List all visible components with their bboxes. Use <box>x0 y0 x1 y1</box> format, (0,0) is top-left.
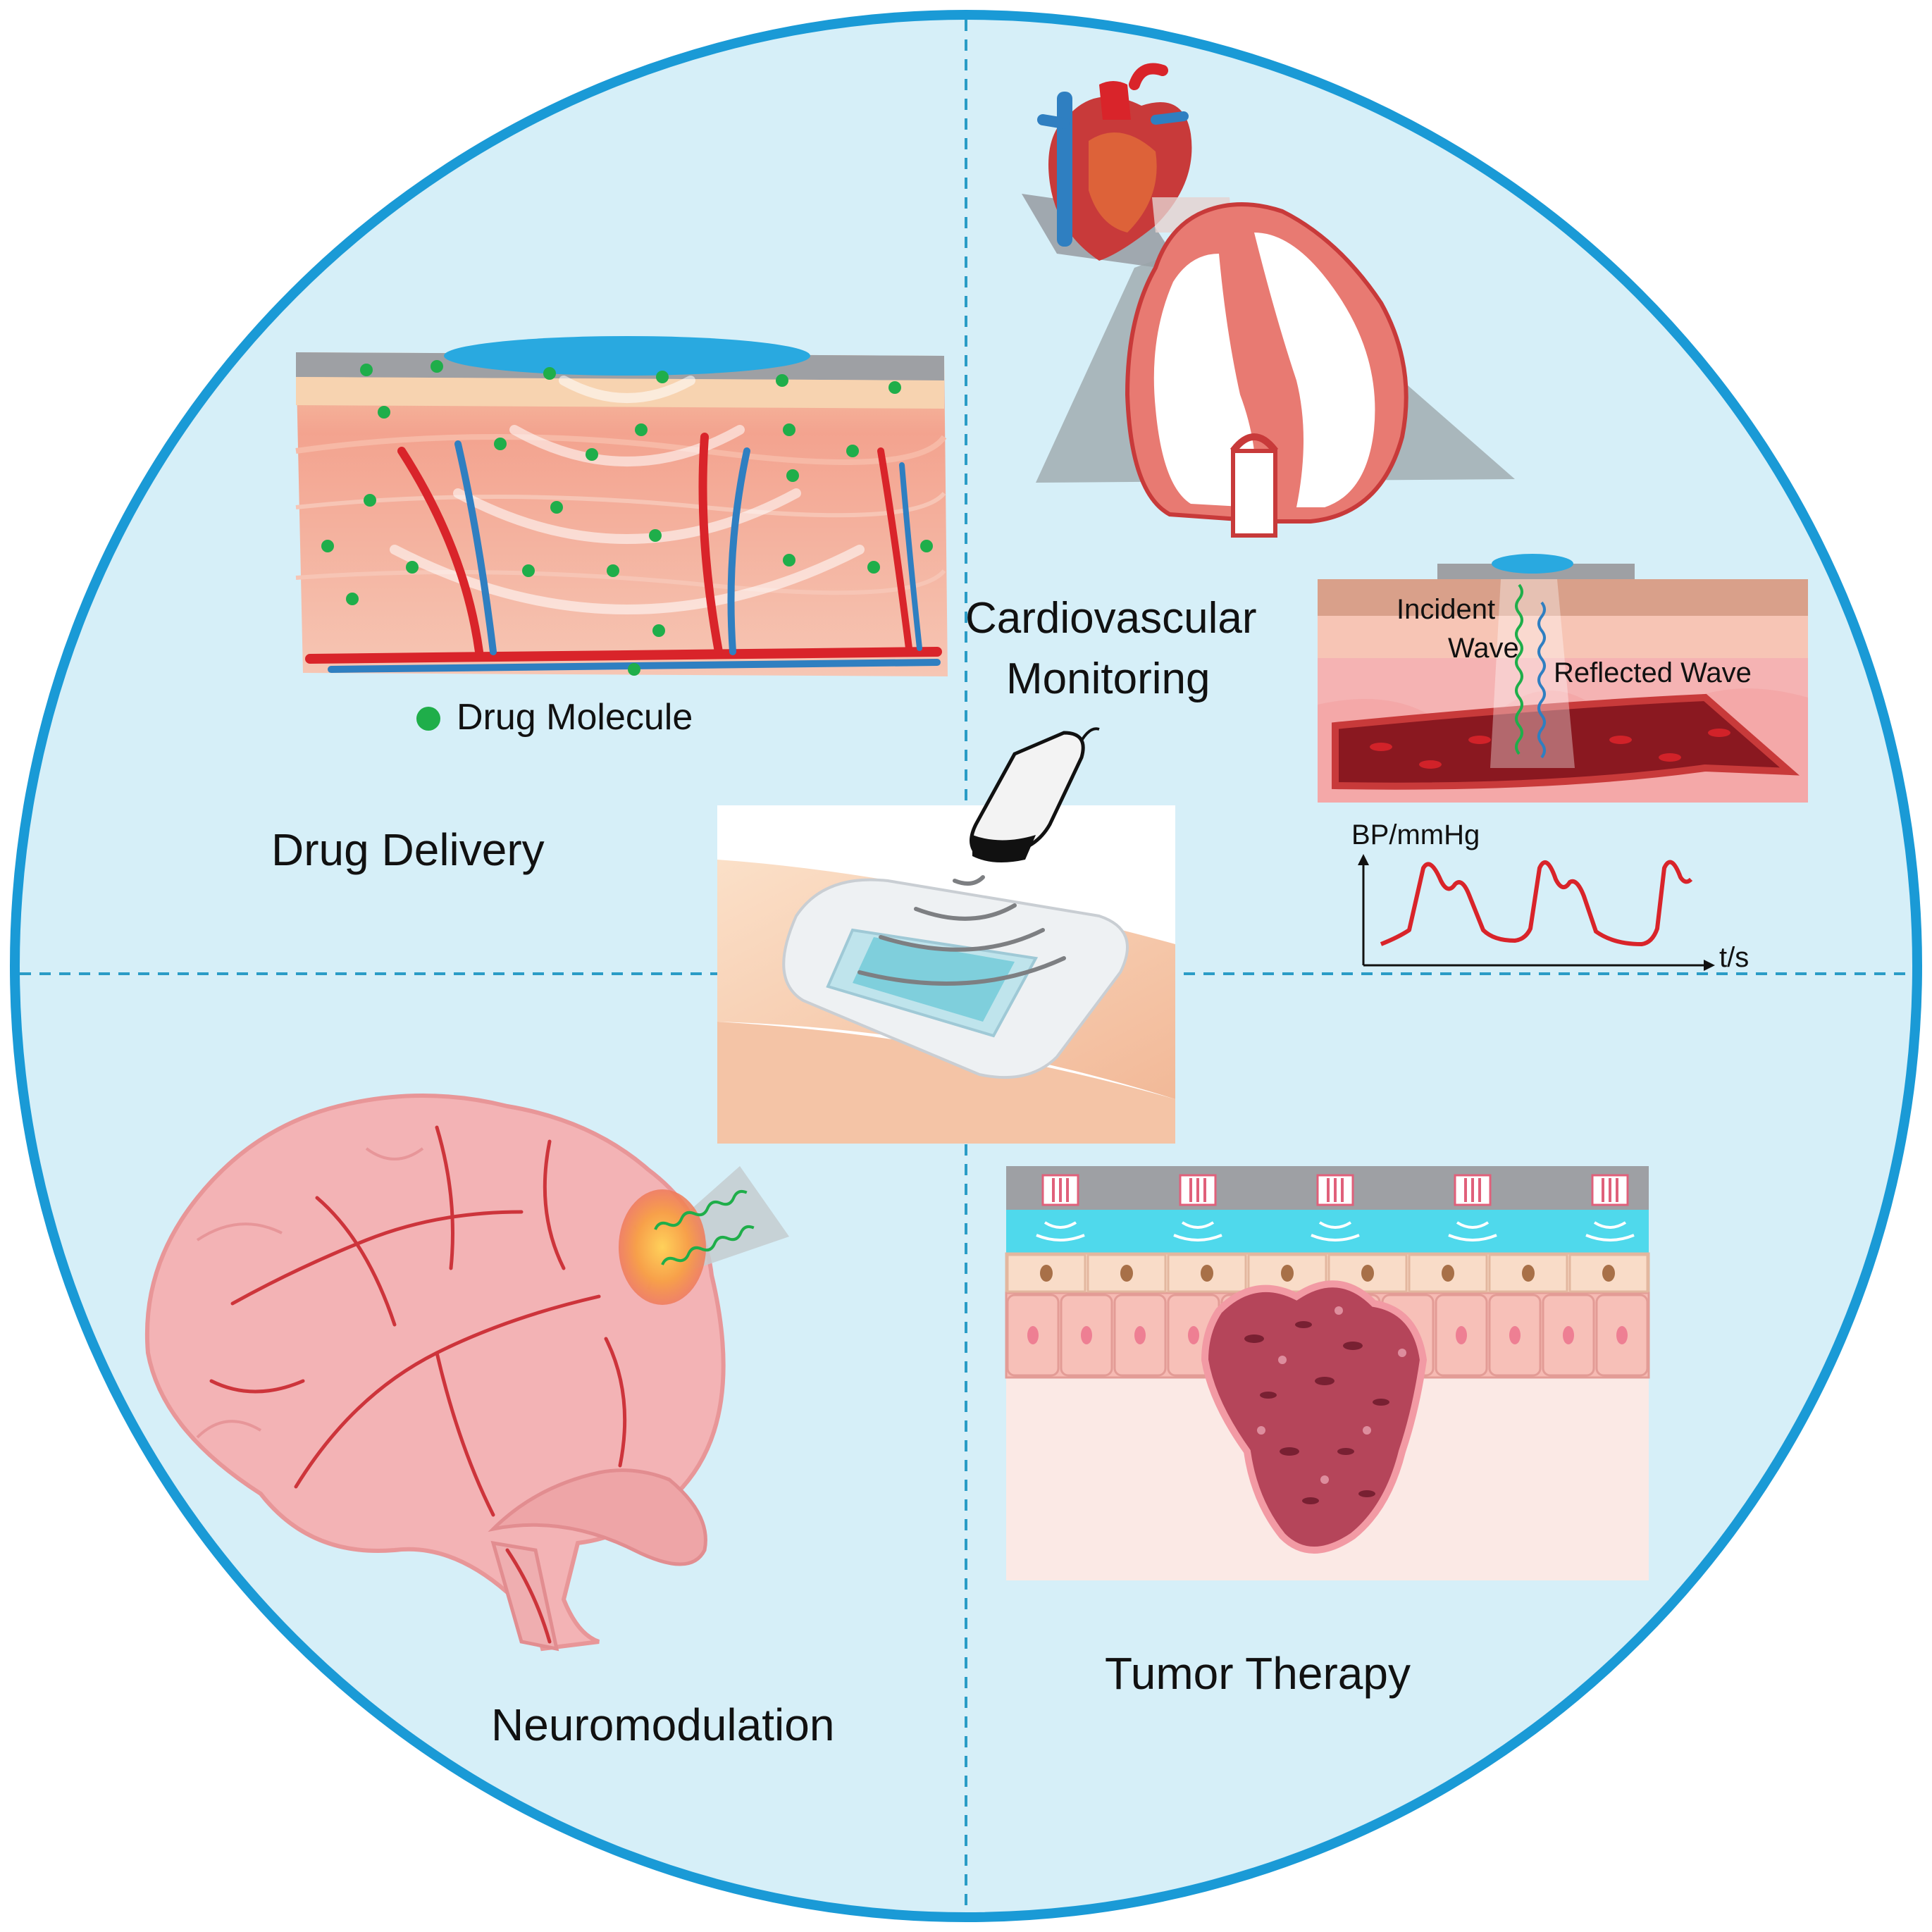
tumor <box>1201 1280 1428 1554</box>
heart-cross-section <box>1125 202 1408 538</box>
drug-delivery-title: Drug Delivery <box>271 824 545 875</box>
incident-wave-label-1: Incident <box>1397 594 1495 625</box>
ultrasound-probe-icon <box>970 727 1100 862</box>
cardio-title-line-2: Monitoring <box>1006 655 1210 703</box>
bp-y-axis-label: BP/mmHg <box>1351 819 1480 850</box>
drug-molecule-legend-label: Drug Molecule <box>457 697 693 738</box>
reflected-wave-label: Reflected Wave <box>1554 657 1752 688</box>
bp-x-axis-label: t/s <box>1719 942 1749 973</box>
artery-panel <box>1318 554 1808 803</box>
brain-icon <box>144 1094 789 1652</box>
drug-delivery-illustration <box>295 336 948 731</box>
ultrasound-patch-icon <box>717 805 1175 1144</box>
gel-layer <box>444 336 810 376</box>
drug-molecule-legend-dot <box>416 707 440 731</box>
tumor-therapy-title: Tumor Therapy <box>1105 1648 1411 1699</box>
transducer-array <box>1036 1174 1635 1241</box>
cardio-title-line-1: Cardiovascular <box>965 594 1257 643</box>
bp-curve <box>1380 860 1693 946</box>
outer-ring <box>10 10 1922 1922</box>
incident-wave-label-2: Wave <box>1448 633 1519 664</box>
heart-icon <box>1022 63 1192 271</box>
tumor-therapy-illustration <box>1005 1166 1650 1580</box>
bp-waveform-chart <box>1358 854 1715 971</box>
neuromodulation-title: Neuromodulation <box>491 1699 834 1750</box>
stimulation-spot <box>619 1189 706 1305</box>
